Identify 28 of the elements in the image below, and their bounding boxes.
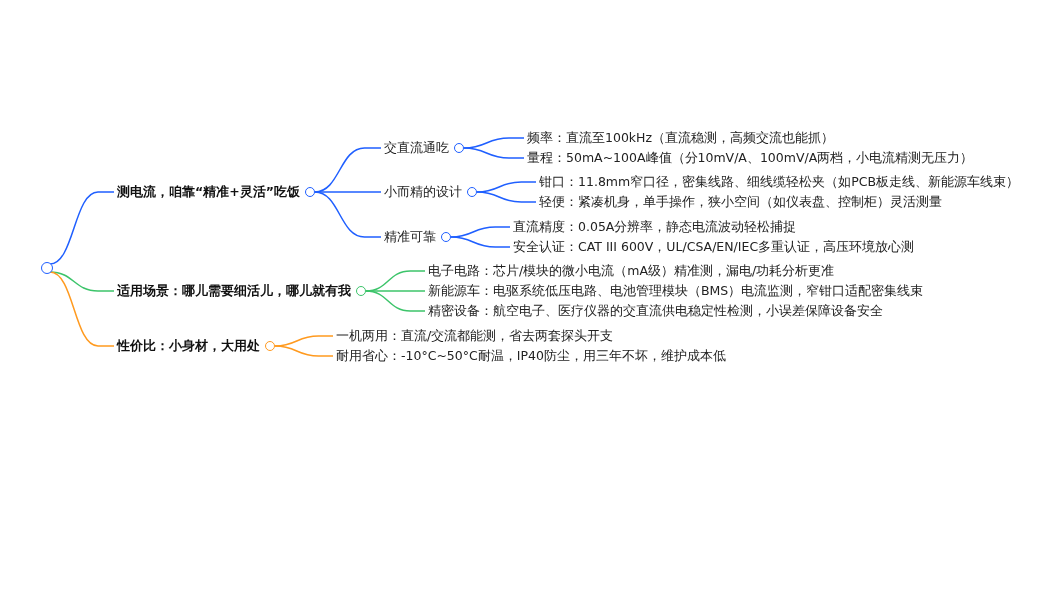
branch-line bbox=[314, 191, 382, 238]
branch-line bbox=[450, 236, 511, 248]
leaf-label: 钳口：11.8mm窄口径，密集线路、细线缆轻松夹（如PCB板走线、新能源车线束） bbox=[539, 172, 1020, 192]
branch-line bbox=[314, 191, 382, 193]
leaf-label: 新能源车：电驱系统低压电路、电池管理模块（BMS）电流监测，窄钳口适配密集线束 bbox=[428, 281, 924, 301]
root-circle bbox=[41, 262, 53, 274]
leaf-label: 电子电路：芯片/模块的微小电流（mA级）精准测，漏电/功耗分析更准 bbox=[428, 261, 835, 281]
branch-line bbox=[476, 191, 537, 203]
branch-label: 交直流通吃 bbox=[384, 139, 449, 157]
branch-line bbox=[274, 345, 334, 357]
branch-line bbox=[49, 271, 115, 292]
branch-label: 性价比：小身材，大用处 bbox=[117, 337, 260, 355]
leaf-label: 安全认证：CAT III 600V，UL/CSA/EN/IEC多重认证，高压环境放心测 bbox=[513, 237, 915, 257]
branch-line bbox=[49, 271, 115, 347]
branch-line bbox=[49, 191, 115, 265]
branch-line bbox=[463, 147, 525, 159]
leaf-label: 精密设备：航空电子、医疗仪器的交直流供电稳定性检测，小误差保障设备安全 bbox=[428, 301, 883, 321]
leaf-label: 耐用省心：-10°C~50°C耐温，IP40防尘，用三年不坏，维护成本低 bbox=[336, 346, 726, 366]
leaf-label: 频率：直流至100kHz（直流稳测，高频交流也能抓） bbox=[527, 128, 835, 148]
branch-line bbox=[365, 290, 426, 312]
branch-label: 小而精的设计 bbox=[384, 183, 462, 201]
leaf-label: 一机两用：直流/交流都能测，省去两套探头开支 bbox=[336, 326, 614, 346]
branch-label: 精准可靠 bbox=[384, 228, 436, 246]
leaf-label: 直流精度：0.05A分辨率，静态电流波动轻松捕捉 bbox=[513, 217, 797, 237]
leaf-label: 轻便：紧凑机身，单手操作，狭小空间（如仪表盘、控制柜）灵活测量 bbox=[539, 192, 942, 212]
leaf-label: 量程：50mA~100A峰值（分10mV/A、100mV/A两档，小电流精测无压力） bbox=[527, 148, 974, 168]
branch-label: 适用场景：哪儿需要细活儿，哪儿就有我 bbox=[117, 282, 351, 300]
branch-label: 测电流，咱靠“精准+灵活”吃饭 bbox=[117, 183, 300, 201]
